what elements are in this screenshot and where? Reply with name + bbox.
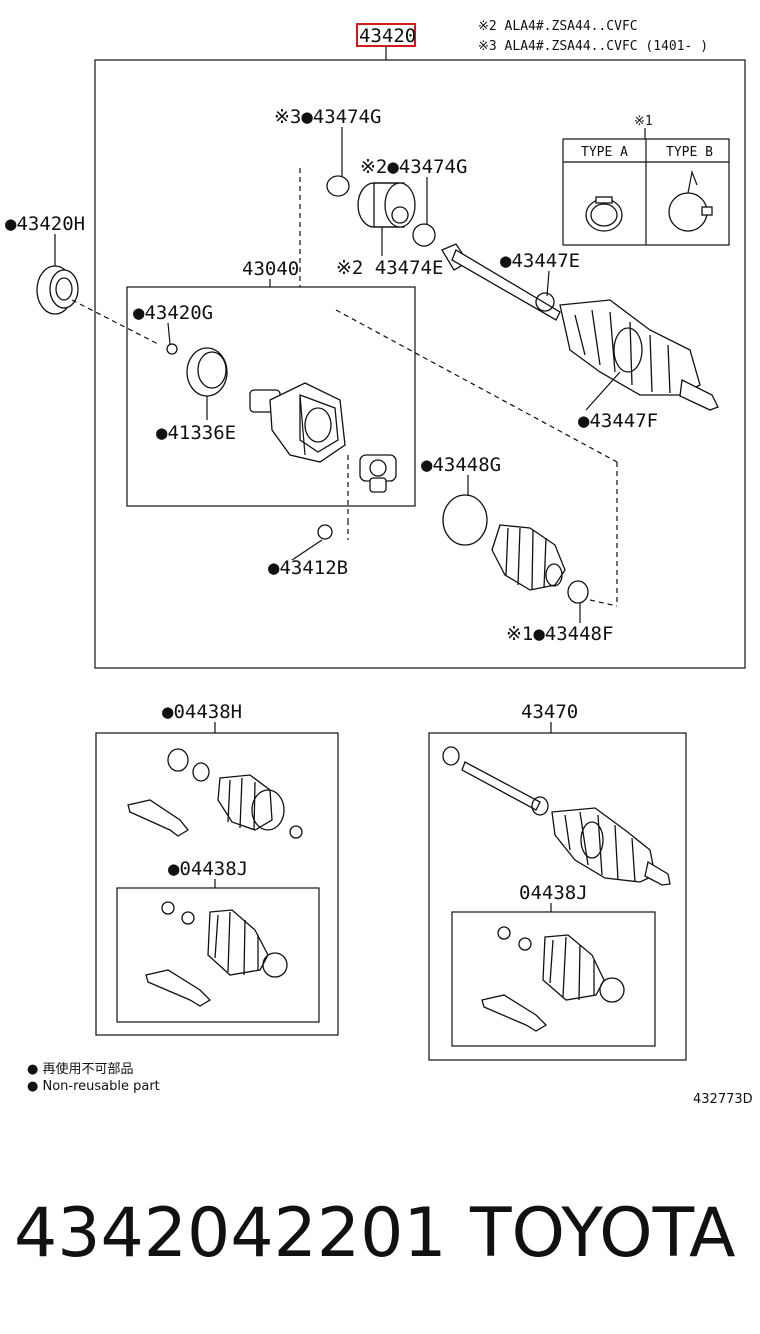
clamp-43448F-icon — [567, 580, 589, 604]
assy-43470-box — [428, 732, 687, 1061]
kit-04438J-assy-box — [451, 911, 656, 1047]
note-2: ※2 ALA4#.ZSA44..CVFC — [478, 19, 638, 34]
oil-seal-43420H-icon — [36, 265, 79, 315]
label-43420H[interactable]: ●43420H — [5, 213, 85, 235]
drive-shaft-icon — [441, 243, 719, 411]
snap-ring-43420G-icon — [166, 343, 178, 355]
footer-part-number: 4342042201 — [14, 1194, 447, 1273]
kit-04438J-inner-box — [116, 887, 320, 1023]
label-43420G[interactable]: ●43420G — [133, 302, 213, 324]
label-43448F[interactable]: ※1●43448F — [506, 623, 613, 645]
label-43447F[interactable]: ●43447F — [578, 410, 658, 432]
footer-brand: TOYOTA — [469, 1194, 735, 1273]
diagram-code: 432773D — [693, 1092, 753, 1107]
clamp-type-a-icon — [585, 196, 623, 232]
type-b-label: TYPE B — [666, 145, 713, 160]
inboard-joint-housing-icon — [249, 382, 346, 463]
label-assy-43470[interactable]: 43470 — [521, 701, 578, 723]
kit-04438H-parts-icon — [127, 748, 303, 839]
legend-line-ja: ● 再使用不可部品 — [27, 1061, 133, 1077]
spacer-ring-41336E-icon — [186, 347, 228, 397]
clamp-type-b-icon — [668, 169, 713, 232]
kit-04438J-inner-parts-icon — [145, 901, 288, 1007]
snap-ring-43412B-icon — [317, 524, 333, 540]
inboard-joint-box — [126, 286, 416, 507]
tripod-joint-icon — [359, 454, 397, 493]
label-43474G-mid[interactable]: ※2●43474G — [360, 156, 467, 178]
label-kit-04438H[interactable]: ●04438H — [162, 701, 242, 723]
label-43448G[interactable]: ●43448G — [421, 454, 501, 476]
label-kit-04438J-assy[interactable]: 04438J — [519, 882, 588, 904]
main-assembly-frame — [94, 59, 746, 669]
boot-43448-icon — [491, 524, 566, 591]
label-43040[interactable]: 43040 — [242, 258, 299, 280]
legend-line-en: ● Non-reusable part — [27, 1079, 160, 1094]
type-a-label: TYPE A — [581, 145, 628, 160]
label-43447E[interactable]: ●43447E — [500, 250, 580, 272]
label-43412B[interactable]: ●43412B — [268, 557, 348, 579]
kit-04438J-assy-parts-icon — [481, 926, 625, 1032]
label-43474E[interactable]: ※2 43474E — [336, 257, 443, 279]
damper-43474E-icon — [357, 182, 416, 228]
clamp-43448G-icon — [442, 494, 488, 546]
kit-04438H-box — [95, 732, 339, 1036]
label-kit-04438J-inner[interactable]: ●04438J — [168, 858, 248, 880]
clamp-43474G-top-icon — [326, 175, 350, 197]
assy-43470-shaft-icon — [442, 746, 671, 886]
note-3: ※3 ALA4#.ZSA44..CVFC (1401- ) — [478, 39, 708, 54]
label-41336E[interactable]: ●41336E — [156, 422, 236, 444]
clamp-43474G-mid-icon — [412, 223, 436, 247]
title-part-number[interactable]: 43420 — [359, 25, 416, 47]
type-box-marker: ※1 — [634, 114, 653, 129]
label-43474G-top[interactable]: ※3●43474G — [274, 106, 381, 128]
